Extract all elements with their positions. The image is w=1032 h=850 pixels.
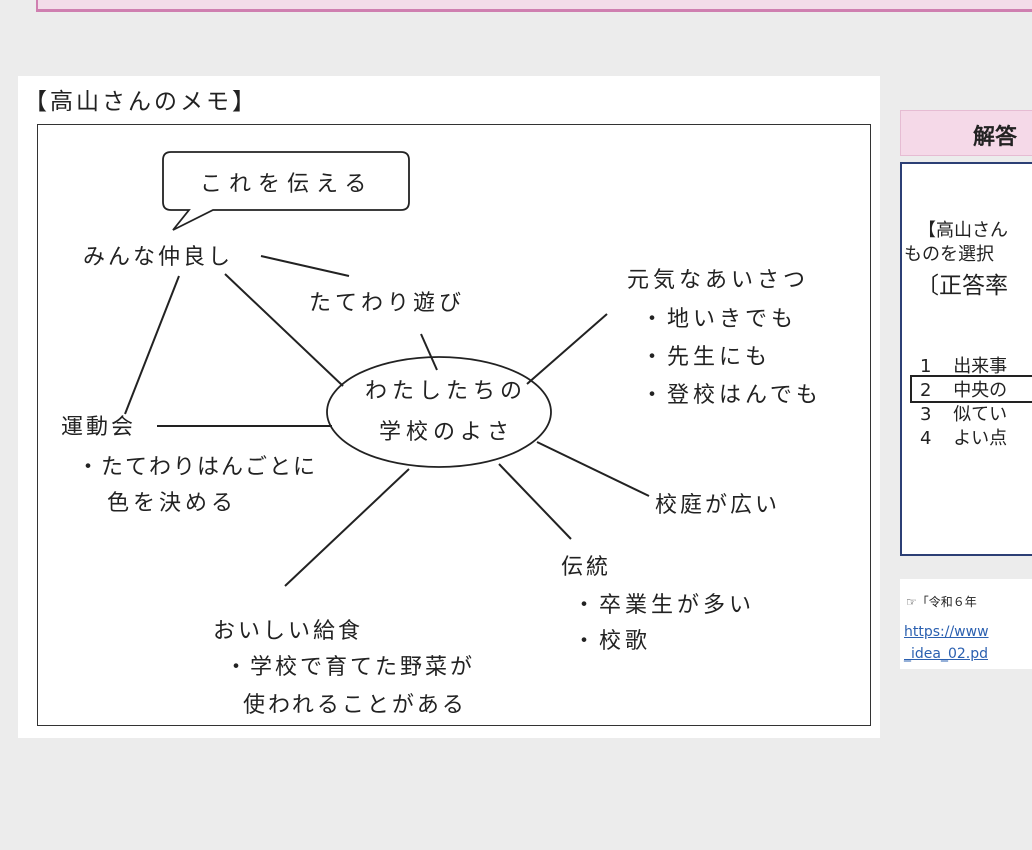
answer-text-line1: 【高山さん (918, 220, 1008, 241)
center-text-1: わたしたちの (365, 379, 527, 404)
choice-1: 1 出来事 (920, 352, 1007, 378)
choice-3-num: 3 (920, 404, 932, 425)
source-note: ☞「令和６年 (906, 595, 977, 609)
choice-4-text: よい点 (953, 428, 1008, 449)
top-banner (36, 0, 1032, 12)
choice-4-num: 4 (920, 428, 932, 449)
answer-header: 解答 (900, 110, 1032, 156)
callout-text: これを伝える (200, 172, 373, 197)
branch-dento: 伝統 (561, 555, 611, 580)
memo-title: 【高山さんのメモ】 (24, 89, 258, 115)
kyushoku-item-1: ・学校で育てた野菜が (225, 655, 475, 680)
kyushoku-item-2: 使われることがある (243, 693, 467, 718)
answer-text-line2: ものを選択 (904, 244, 994, 265)
choice-2-text: 中央の (953, 380, 1008, 401)
correct-rate-label: 〔正答率 (916, 273, 1008, 299)
source-panel (900, 579, 1032, 669)
selected-choice-frame (910, 375, 1032, 403)
choice-1-text: 出来事 (953, 356, 1008, 377)
choice-1-num: 1 (920, 356, 932, 377)
aisatsu-item-2: ・先生にも (641, 345, 771, 370)
mind-map: これを伝える わたしたちの 学校のよさ みんな仲良し たてわり遊び 元気なあいさ… (61, 151, 822, 718)
aisatsu-item-1: ・地いきでも (641, 307, 797, 332)
callout-bubble (162, 151, 410, 231)
answer-box (900, 162, 1032, 556)
choice-2-num: 2 (920, 380, 932, 401)
source-link-line1[interactable]: https://www (904, 624, 989, 640)
branch-kotei: 校庭が広い (655, 493, 780, 518)
branch-tatewari: たてわり遊び (309, 291, 465, 316)
branch-kyushoku: おいしい給食 (213, 619, 363, 644)
undokai-item-2: 色を決める (107, 491, 237, 516)
choice-4: 4 よい点 (920, 424, 1007, 450)
branch-nakayoshi: みんな仲良し (83, 245, 233, 270)
branch-undokai: 運動会 (61, 415, 136, 440)
source-link-line2[interactable]: _idea_02.pd (904, 646, 989, 662)
choice-3-text: 似てい (953, 404, 1008, 425)
choice-3: 3 似てい (920, 400, 1007, 426)
center-text-2: 学校のよさ (379, 420, 514, 445)
dento-item-1: ・卒業生が多い (573, 593, 755, 618)
choice-2: 2 中央の (920, 376, 1007, 402)
dento-item-2: ・校歌 (573, 629, 651, 654)
connector-lines (124, 255, 650, 587)
center-ellipse (326, 356, 552, 468)
answer-header-label: 解答 (973, 125, 1018, 150)
branch-aisatsu: 元気なあいさつ (627, 268, 809, 293)
undokai-item-1: ・たてわりはんごとに (77, 455, 317, 480)
aisatsu-item-3: ・登校はんでも (641, 383, 822, 408)
